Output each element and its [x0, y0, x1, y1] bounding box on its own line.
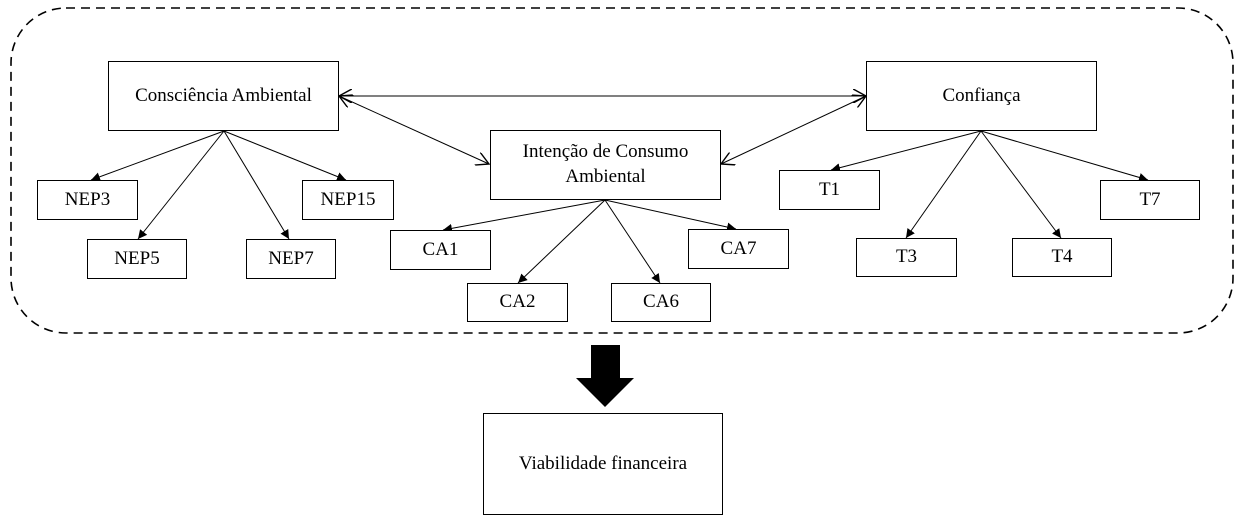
indicator-label: CA7: [720, 237, 757, 259]
indicator-label: NEP3: [64, 188, 111, 210]
indicator-t4: T4: [1012, 238, 1112, 277]
indicator-label: T7: [1139, 188, 1161, 210]
indicator-label: CA6: [643, 291, 679, 313]
indicator-nep3: NEP3: [37, 180, 138, 220]
arrow-ca-ic: [339, 96, 489, 164]
arrow-ic-ca7: [604, 199, 737, 232]
arrow-ca-nep5: [137, 130, 225, 240]
arrow-cf-t4: [980, 130, 1062, 239]
indicator-t1: T1: [779, 170, 880, 210]
indicator-label: CA1: [422, 238, 459, 260]
indicator-label: T1: [818, 178, 841, 200]
indicator-label: NEP5: [114, 247, 160, 269]
construct-group-border: [10, 7, 1234, 334]
indicator-ca2: CA2: [467, 283, 568, 322]
arrow-cf-ic: [721, 96, 866, 164]
arrow-ca-nep15: [223, 130, 347, 181]
indicator-t7: T7: [1100, 180, 1200, 220]
block-arrow-down-icon: [576, 345, 634, 407]
indicator-ca7: CA7: [688, 229, 789, 269]
arrow-ic-ca2: [517, 199, 606, 284]
indicator-label: NEP7: [268, 247, 314, 269]
construct-confianca: Confiança: [866, 61, 1097, 131]
indicator-label: NEP15: [320, 188, 376, 210]
construct-intencao-consumo-ambiental: Intenção de Consumo Ambiental: [490, 130, 721, 200]
arrow-cf-t1: [830, 130, 982, 173]
outcome-viabilidade-financeira: Viabilidade financeira: [483, 413, 723, 515]
indicator-ca1: CA1: [390, 230, 491, 270]
construct-label: Confiança: [942, 84, 1021, 106]
indicator-nep5: NEP5: [87, 239, 187, 279]
indicator-nep7: NEP7: [246, 239, 336, 279]
outcome-label: Viabilidade financeira: [518, 452, 688, 474]
indicator-nep15: NEP15: [302, 180, 394, 220]
arrow-ca-nep3: [90, 130, 225, 182]
arrow-ca-nep7: [223, 130, 290, 240]
arrow-ic-ca1: [442, 199, 606, 233]
indicator-label: T3: [895, 246, 918, 268]
arrow-cf-t3: [905, 130, 982, 239]
arrow-ic-ca6: [604, 199, 661, 284]
arrow-cf-t7: [980, 130, 1149, 182]
construct-consciencia-ambiental: Consciência Ambiental: [108, 61, 339, 131]
construct-label: Intenção de Consumo Ambiental: [522, 141, 689, 187]
indicator-t3: T3: [856, 238, 957, 277]
indicator-label: CA2: [499, 291, 536, 313]
indicator-ca6: CA6: [611, 283, 711, 322]
indicator-label: T4: [1051, 246, 1073, 268]
construct-label: Consciência Ambiental: [135, 84, 312, 106]
